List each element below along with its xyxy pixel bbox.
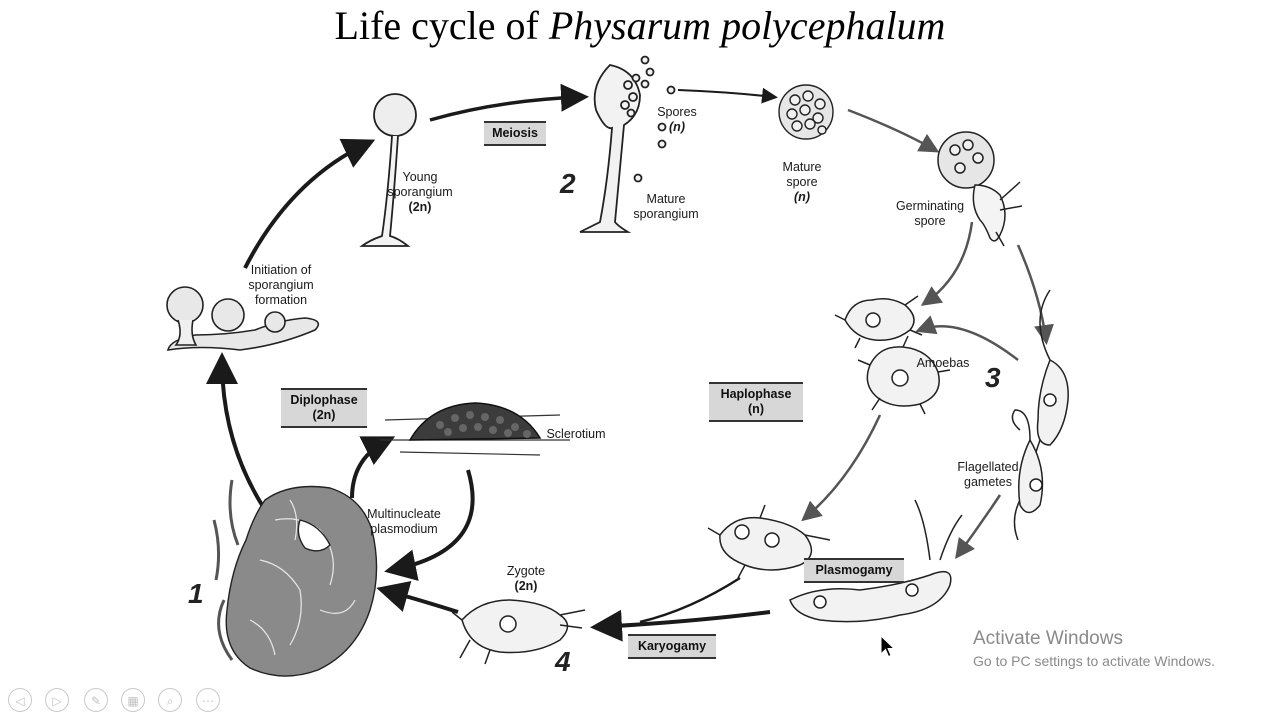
label-initiation: Initiation of sporangium formation bbox=[248, 263, 314, 307]
label-germinating-spore: Germinating spore bbox=[895, 199, 965, 228]
title-prefix: Life cycle of bbox=[334, 3, 549, 48]
zygote-drawing bbox=[451, 599, 586, 665]
step-number-1: 1 bbox=[188, 578, 204, 609]
flagellated-gamete-drawings bbox=[1011, 289, 1069, 541]
plasmogamy-drawing bbox=[707, 499, 963, 623]
label-mature-spore: Mature spore (n) bbox=[782, 160, 822, 204]
arrow-plasmogamy-to-karyogamy-2 bbox=[639, 576, 741, 624]
young-sporangium-drawing bbox=[359, 93, 417, 247]
arrow-spore-to-germinating bbox=[847, 108, 940, 153]
box-diplophase: Diplophase (2n) bbox=[281, 388, 367, 428]
arrow-germinating-to-amoebas bbox=[920, 221, 974, 306]
arrow-plasmogamy-to-karyogamy bbox=[590, 609, 771, 642]
arrow-amoeba-gamete-link bbox=[915, 315, 1019, 361]
more-options-button[interactable]: ⋯ bbox=[196, 688, 220, 712]
arrow-germinating-to-gametes bbox=[1016, 244, 1054, 345]
label-zygote: Zygote (2n) bbox=[506, 564, 546, 593]
arrow-initiation-to-young bbox=[243, 138, 376, 269]
title-species: Physarum polycephalum bbox=[548, 3, 946, 48]
mature-spore-drawing bbox=[778, 84, 834, 140]
cycle-arrows bbox=[206, 83, 1054, 642]
slide-title: Life cycle of Physarum polycephalum bbox=[0, 2, 1280, 49]
label-multinucleate-plasmodium: Multinucleate plasmodium bbox=[367, 507, 441, 536]
label-young-sporangium: Young sporangium (2n) bbox=[387, 170, 453, 214]
previous-slide-button[interactable]: ◁ bbox=[8, 688, 32, 712]
label-amoebas: Amoebas bbox=[916, 356, 970, 370]
plasmodium-drawing bbox=[212, 479, 378, 677]
see-all-slides-button[interactable]: ▦ bbox=[121, 688, 145, 712]
mature-sporangium-drawing bbox=[579, 55, 676, 233]
arrow-plasmodium-to-sclerotium bbox=[350, 436, 396, 499]
box-meiosis: Meiosis bbox=[484, 121, 546, 146]
zoom-button[interactable]: ⌕ bbox=[158, 688, 182, 712]
label-mature-sporangium: Mature sporangium bbox=[633, 192, 699, 221]
arrow-gametes-to-plasmogamy bbox=[955, 494, 1002, 560]
step-number-2: 2 bbox=[560, 168, 576, 199]
germinating-spore-drawing bbox=[937, 131, 1023, 247]
label-spores: Spores (n) bbox=[657, 105, 697, 134]
box-plasmogamy: Plasmogamy bbox=[804, 558, 904, 583]
step-number-4: 4 bbox=[555, 646, 571, 677]
activate-windows-title: Activate Windows bbox=[973, 628, 1123, 649]
sclerotium-drawing bbox=[380, 402, 570, 456]
arrow-young-to-mature-sporangium bbox=[429, 83, 589, 122]
mouse-pointer-icon bbox=[880, 635, 896, 658]
activate-windows-subtitle: Go to PC settings to activate Windows. bbox=[973, 653, 1215, 669]
box-haplophase: Haplophase (n) bbox=[709, 382, 803, 422]
arrow-plasmodium-to-initiation bbox=[206, 352, 264, 507]
box-karyogamy: Karyogamy bbox=[628, 634, 716, 659]
initiation-drawing bbox=[166, 286, 320, 351]
amoeba-drawings bbox=[834, 295, 951, 415]
arrow-amoebas-to-plasmogamy bbox=[801, 414, 882, 522]
arrow-sclerotium-to-plasmodium bbox=[384, 469, 475, 581]
label-flagellated-gametes: Flagellated gametes bbox=[957, 460, 1019, 489]
arrow-spores-to-mature-spore bbox=[677, 87, 778, 104]
step-number-3: 3 bbox=[985, 362, 1001, 393]
label-sclerotium: Sclerotium bbox=[546, 427, 606, 441]
arrow-zygote-to-plasmodium bbox=[376, 581, 459, 614]
pen-tool-button[interactable]: ✎ bbox=[84, 688, 108, 712]
next-slide-button[interactable]: ▷ bbox=[45, 688, 69, 712]
